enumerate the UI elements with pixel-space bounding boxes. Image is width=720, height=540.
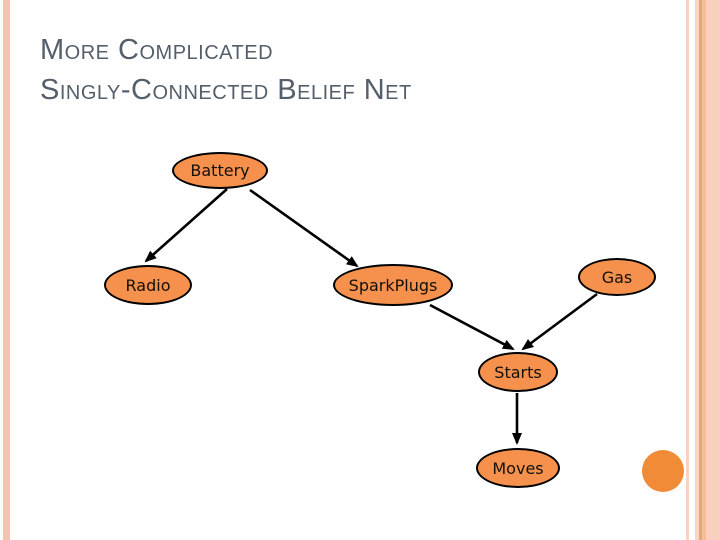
slide-title-line2: Singly-Connected Belief Net xyxy=(40,74,412,106)
accent-circle xyxy=(642,450,684,492)
edge-gas-starts-arrow xyxy=(521,292,598,351)
slide-title: More Complicated Singly-Connected Belief… xyxy=(40,30,600,110)
node-starts-label: Starts xyxy=(494,362,542,382)
node-starts: Starts xyxy=(478,352,558,392)
node-sparkplugs-label: SparkPlugs xyxy=(348,275,438,295)
node-battery: Battery xyxy=(172,152,268,189)
node-radio: Radio xyxy=(104,265,192,305)
node-gas: Gas xyxy=(578,258,656,296)
right-edge-stripe-accent xyxy=(699,0,702,540)
left-edge-stripe xyxy=(3,0,10,540)
right-edge-stripe-medium xyxy=(702,0,706,540)
right-edge-stripe-wide xyxy=(706,0,720,540)
node-gas-label: Gas xyxy=(601,267,633,287)
edge-battery-radio-arrow xyxy=(144,188,228,263)
node-battery-label: Battery xyxy=(190,161,250,180)
node-radio-label: Radio xyxy=(125,275,171,295)
right-edge-stripe-band xyxy=(695,0,699,540)
node-sparkplugs: SparkPlugs xyxy=(333,264,453,306)
slide-title-line1: More Complicated xyxy=(40,34,274,66)
edge-battery-sparkplugs-arrow xyxy=(249,188,359,268)
node-moves: Moves xyxy=(476,448,560,488)
node-moves-label: Moves xyxy=(492,458,544,478)
right-edge-stripe-thin xyxy=(686,0,689,540)
edge-sparkplugs-starts-arrow xyxy=(429,303,515,351)
